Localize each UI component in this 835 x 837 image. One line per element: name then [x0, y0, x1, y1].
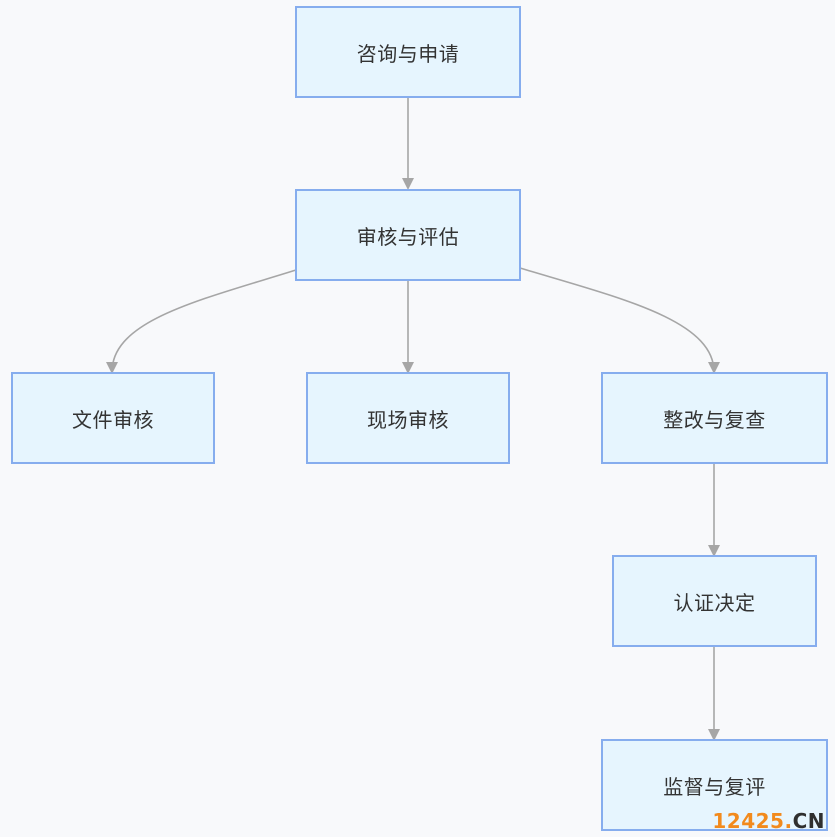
node-consult-and-apply: 咨询与申请: [295, 6, 521, 98]
watermark-number: 12425: [712, 809, 785, 833]
node-document-audit: 文件审核: [11, 372, 215, 464]
node-label: 认证决定: [673, 590, 756, 615]
node-certification-decision: 认证决定: [612, 555, 817, 647]
node-supervision-and-reassessment: 监督与复评: [601, 739, 828, 831]
node-label: 咨询与申请: [356, 41, 460, 66]
site-watermark: 12425.CN: [712, 811, 825, 831]
node-rectify-and-recheck: 整改与复查: [601, 372, 828, 464]
node-label: 现场审核: [367, 407, 449, 432]
node-label: 文件审核: [72, 407, 154, 432]
node-label: 审核与评估: [356, 224, 460, 249]
watermark-dot: .: [784, 809, 793, 833]
edge-review-to-document-audit: [106, 269, 297, 374]
watermark-tld: CN: [792, 809, 825, 833]
edge-review-to-rectify: [519, 267, 720, 374]
node-review-and-assess: 审核与评估: [295, 189, 521, 281]
node-onsite-audit: 现场审核: [306, 372, 510, 464]
node-label: 监督与复评: [663, 774, 766, 799]
node-label: 整改与复查: [663, 407, 766, 432]
